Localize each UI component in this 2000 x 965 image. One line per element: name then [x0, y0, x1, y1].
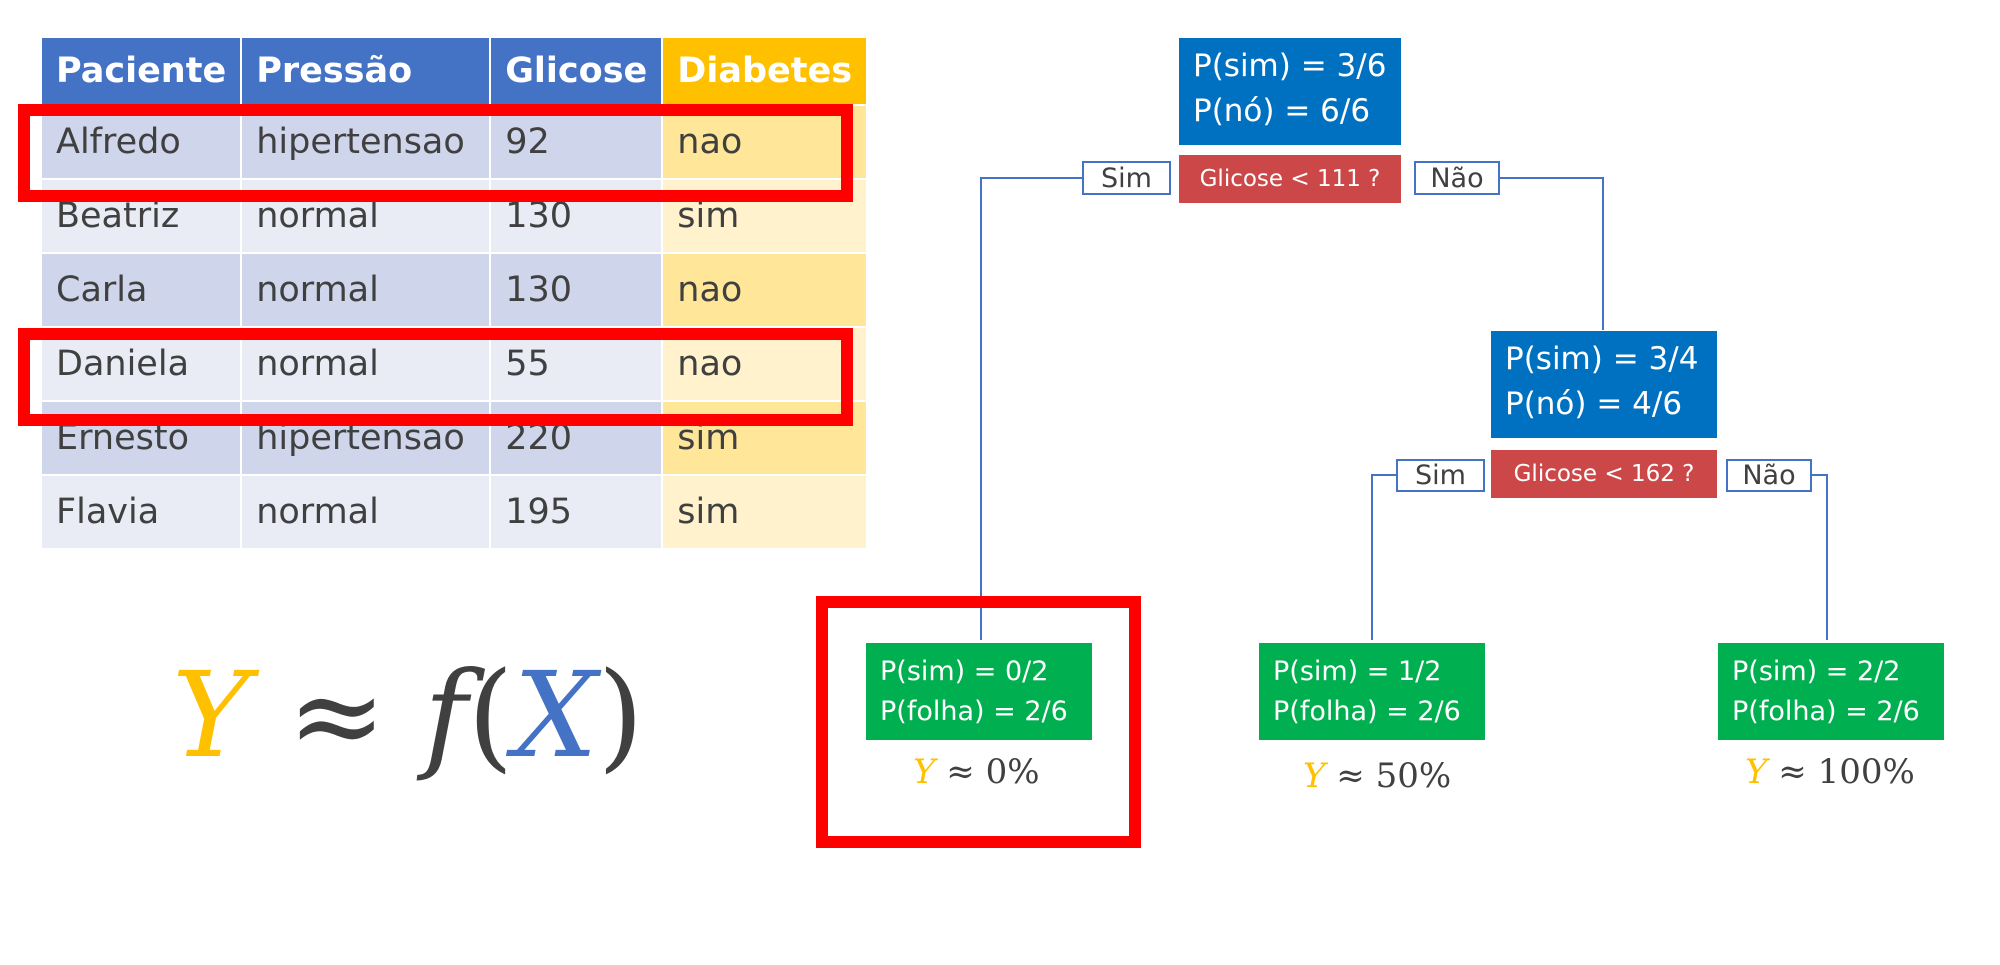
leaf-1-p-sim: P(sim) = 0/2	[880, 656, 1049, 687]
cell-pressao: hipertensao	[240, 104, 492, 180]
cell-paciente: Flavia	[39, 474, 243, 550]
root-p-no: P(nó) = 6/6	[1193, 93, 1371, 129]
leaf-1-approx: ≈	[946, 752, 975, 792]
edge-node2-yes	[1371, 474, 1396, 640]
leaf-1-result: Y ≈ 0%	[913, 752, 1040, 792]
highlight-row-daniela	[18, 328, 853, 426]
leaf-3-y: Y	[1745, 752, 1768, 792]
node2-yes-label: Sim	[1396, 459, 1485, 492]
highlight-leaf-1	[816, 596, 1141, 848]
cell-pressao: normal	[240, 252, 492, 328]
leaf-3-result: Y ≈ 100%	[1745, 752, 1915, 792]
cell-glicose: 92	[489, 104, 664, 180]
header-paciente: Paciente	[39, 36, 243, 106]
node2-p-no: P(nó) = 4/6	[1505, 386, 1683, 422]
leaf-1-p-folha: P(folha) = 2/6	[880, 696, 1068, 727]
leaf-1-y: Y	[913, 752, 936, 792]
formula-open-paren: (	[467, 646, 514, 784]
leaf-3-p-folha: P(folha) = 2/6	[1732, 696, 1920, 727]
leaf-2-result: Y ≈ 50%	[1303, 756, 1451, 796]
leaf-3-approx: ≈	[1778, 752, 1807, 792]
header-pressao: Pressão	[240, 36, 492, 106]
formula-f: f	[423, 646, 468, 784]
edge-root-yes	[980, 177, 1082, 640]
root-node-stats: P(sim) = 3/6 P(nó) = 6/6	[1179, 38, 1401, 145]
leaf-2-approx: ≈	[1336, 756, 1365, 796]
formula-close-paren: )	[597, 646, 644, 784]
cell-diabetes: nao	[661, 252, 869, 328]
root-no-label: Não	[1414, 161, 1500, 195]
formula: Y ≈ f(X)	[172, 640, 644, 790]
highlight-row-alfredo	[18, 104, 853, 202]
leaf-1-stats: P(sim) = 0/2 P(folha) = 2/6	[866, 643, 1092, 740]
cell-diabetes: nao	[661, 104, 869, 180]
cell-diabetes: sim	[661, 474, 869, 550]
cell-diabetes: sim	[661, 400, 869, 476]
table-row: Flavia normal 195 sim	[39, 474, 869, 550]
cell-pressao: normal	[240, 474, 492, 550]
leaf-3-p-sim: P(sim) = 2/2	[1732, 656, 1901, 687]
leaf-3-stats: P(sim) = 2/2 P(folha) = 2/6	[1718, 643, 1944, 740]
leaf-2-y: Y	[1303, 756, 1326, 796]
node2-p-sim: P(sim) = 3/4	[1505, 341, 1699, 377]
leaf-2-value: 50%	[1375, 756, 1452, 796]
root-yes-label: Sim	[1082, 161, 1171, 195]
root-p-sim: P(sim) = 3/6	[1193, 48, 1387, 84]
node2-condition: Glicose < 162 ?	[1491, 450, 1717, 498]
cell-glicose: 130	[489, 252, 664, 328]
formula-y: Y	[172, 646, 250, 784]
root-condition: Glicose < 111 ?	[1179, 155, 1401, 203]
table-row: Carla normal 130 nao	[39, 252, 869, 328]
table-row: Alfredo hipertensao 92 nao	[39, 104, 869, 180]
leaf-2-p-sim: P(sim) = 1/2	[1273, 656, 1442, 687]
leaf-2-stats: P(sim) = 1/2 P(folha) = 2/6	[1259, 643, 1485, 740]
formula-approx: ≈	[287, 646, 387, 784]
leaf-3-value: 100%	[1817, 752, 1915, 792]
leaf-2-p-folha: P(folha) = 2/6	[1273, 696, 1461, 727]
node2-stats: P(sim) = 3/4 P(nó) = 4/6	[1491, 331, 1717, 438]
edge-root-no	[1498, 177, 1604, 330]
table-header-row: Paciente Pressão Glicose Diabetes	[39, 36, 869, 106]
cell-glicose: 195	[489, 474, 664, 550]
leaf-1-value: 0%	[985, 752, 1040, 792]
cell-paciente: Alfredo	[39, 104, 243, 180]
formula-x: X	[513, 646, 598, 784]
header-diabetes: Diabetes	[661, 36, 869, 106]
node2-no-label: Não	[1726, 459, 1812, 492]
cell-paciente: Carla	[39, 252, 243, 328]
edge-node2-no	[1811, 474, 1828, 640]
cell-glicose: 220	[489, 400, 664, 476]
